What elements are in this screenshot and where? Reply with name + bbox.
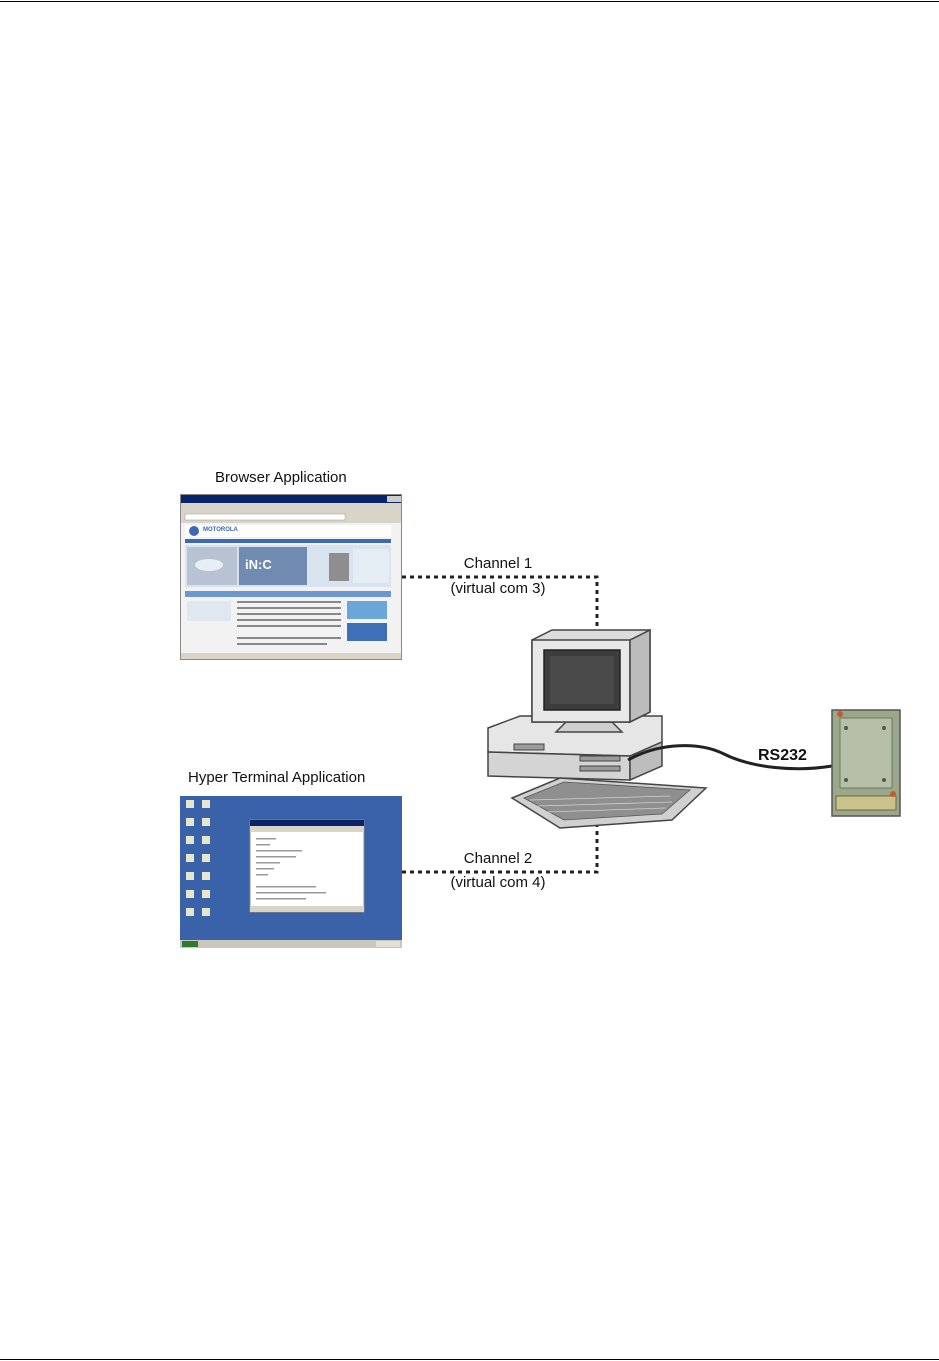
hyper-terminal-application-label: Hyper Terminal Application [188,769,366,786]
channel1-sublabel: (virtual com 3) [450,580,546,597]
browser-brand-text: MOTOROLA [203,527,238,533]
browser-application-label: Browser Application [215,469,347,486]
channel1-connector [402,575,599,632]
top-rule [0,1,939,2]
browser-banner-text: iN:C [245,557,272,572]
channel1-label: Channel 1 [463,555,533,572]
bottom-rule [0,1359,939,1360]
desktop-computer-icon [487,628,708,829]
channel2-label: Channel 2 [463,850,533,867]
channel2-sublabel: (virtual com 4) [450,874,546,891]
browser-screenshot: MOTOROLA iN:C [180,494,402,660]
desktop-window-icon [180,800,402,948]
channel2-connector [402,826,599,874]
rs232-cable [627,744,833,771]
circuit-module-icon [831,709,901,817]
rs232-label: RS232 [758,747,807,764]
browser-window-icon [181,495,401,659]
desktop-screenshot [180,796,402,948]
